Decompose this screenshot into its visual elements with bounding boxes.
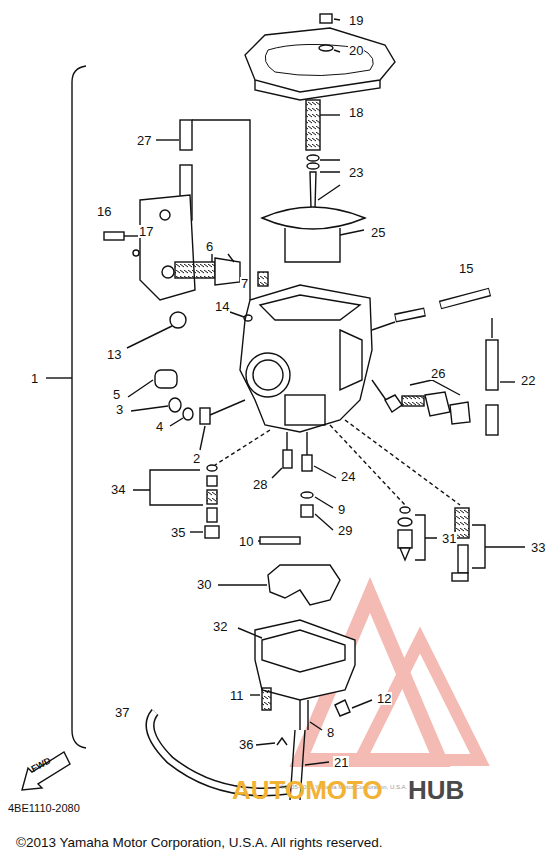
carburetor-body bbox=[240, 285, 372, 432]
callout-number: 8 bbox=[326, 726, 335, 739]
callout-number: 11 bbox=[229, 689, 245, 702]
callout-number: 24 bbox=[340, 470, 356, 483]
top-cover bbox=[245, 28, 395, 92]
callout-number: 7 bbox=[240, 277, 249, 290]
callout-number: 21 bbox=[333, 756, 349, 769]
diaphragm-piston bbox=[262, 207, 365, 229]
callout-number: 6 bbox=[205, 240, 214, 253]
callout-number: 26 bbox=[430, 367, 446, 380]
callout-number: 22 bbox=[520, 374, 536, 387]
callout-number: 2 bbox=[192, 452, 201, 465]
callout-number: 1 bbox=[30, 372, 39, 385]
callout-number: 5 bbox=[112, 388, 121, 401]
throttle-housing bbox=[140, 195, 195, 300]
watermark-text: AUTOMOTO bbox=[232, 777, 383, 803]
callout-number: 16 bbox=[96, 205, 112, 218]
callout-number: 31 bbox=[441, 532, 457, 545]
callout-number: 18 bbox=[348, 106, 364, 119]
float bbox=[268, 565, 340, 605]
callout-number: 14 bbox=[214, 300, 230, 313]
callout-number: 10 bbox=[238, 535, 254, 548]
callout-number: 36 bbox=[238, 738, 254, 751]
assembly-bracket bbox=[72, 66, 86, 748]
callout-number: 25 bbox=[370, 226, 386, 239]
callout-number: 23 bbox=[348, 166, 364, 179]
callout-number: 20 bbox=[348, 44, 364, 57]
callout-number: 30 bbox=[196, 578, 212, 591]
callout-number: 17 bbox=[138, 225, 154, 238]
callout-number: 34 bbox=[110, 483, 126, 496]
callout-number: 12 bbox=[376, 692, 392, 705]
spring bbox=[306, 100, 320, 150]
callout-number: 9 bbox=[337, 503, 346, 516]
callout-number: 4 bbox=[155, 420, 164, 433]
callout-number: 15 bbox=[458, 262, 474, 275]
callout-number: 32 bbox=[212, 620, 228, 633]
copyright-notice: ©2013 Yamaha Motor Corporation, U.S.A. A… bbox=[16, 836, 383, 850]
callout-number: 13 bbox=[106, 348, 122, 361]
diagram-code: 4BE1110-2080 bbox=[8, 803, 80, 814]
callout-number: 33 bbox=[530, 541, 546, 554]
callout-number: 37 bbox=[114, 706, 130, 719]
callout-number: 29 bbox=[337, 524, 353, 537]
callout-number: 28 bbox=[252, 478, 268, 491]
callout-number: 27 bbox=[136, 134, 152, 147]
forward-arrow bbox=[22, 752, 70, 790]
callout-number: 19 bbox=[348, 14, 364, 27]
callout-number: 35 bbox=[170, 526, 186, 539]
callout-number: 3 bbox=[115, 403, 124, 416]
watermark-text: HUB bbox=[408, 777, 464, 803]
